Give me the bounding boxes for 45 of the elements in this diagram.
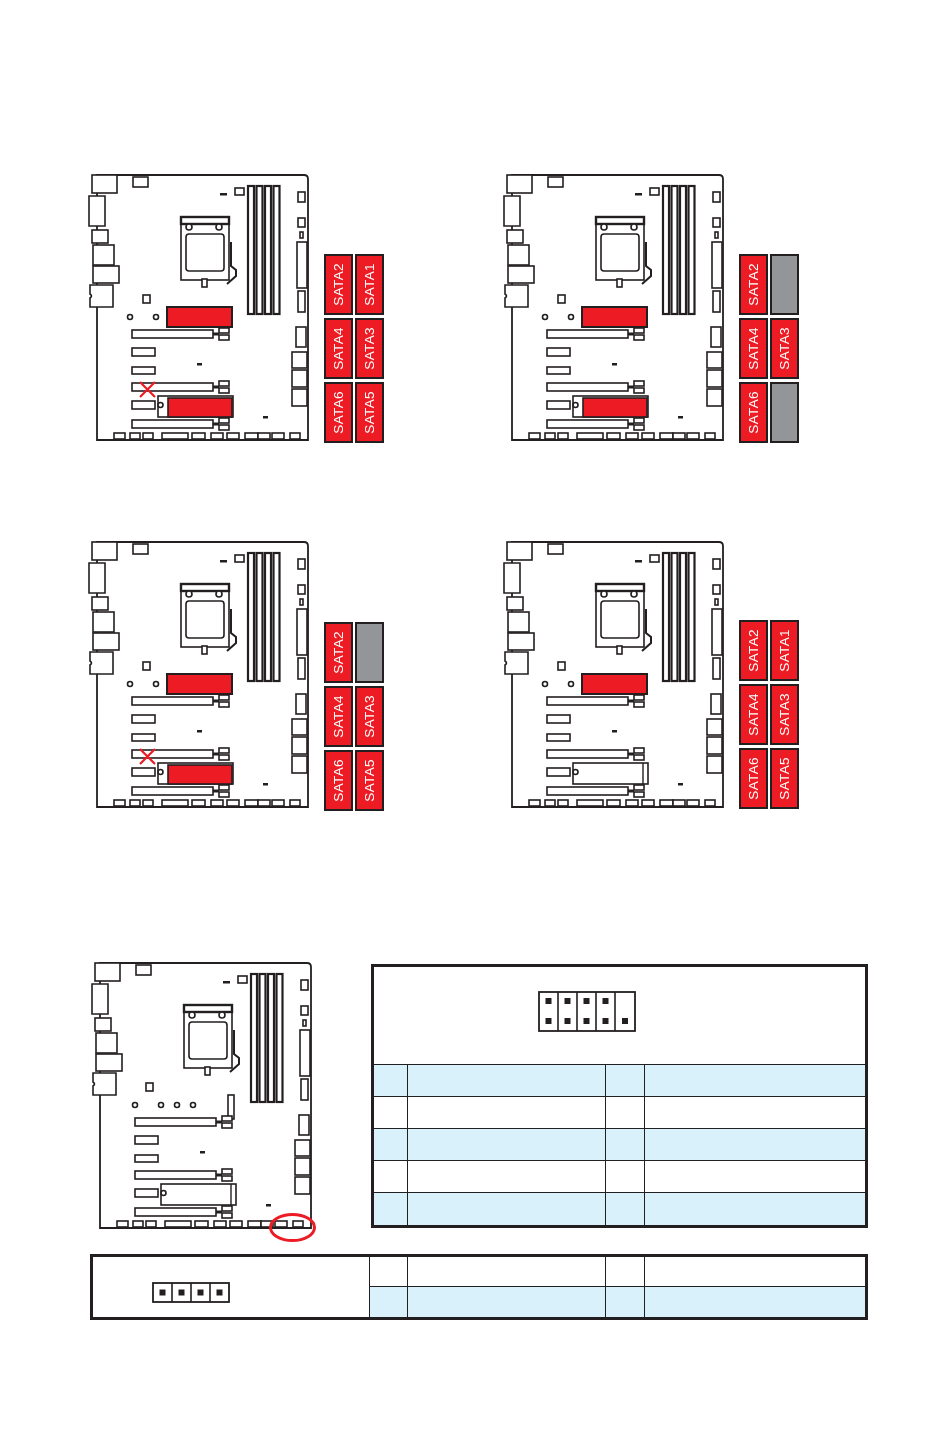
sata-port-box — [770, 318, 799, 379]
port-label: SATA3 — [777, 327, 792, 370]
port-label: SATA3 — [362, 695, 377, 738]
port-label: SATA6 — [331, 391, 346, 434]
sata-port-box — [355, 750, 384, 811]
sata-port-box — [324, 318, 353, 379]
port-label: SATA4 — [331, 695, 346, 738]
port-label: SATA4 — [746, 693, 761, 736]
port-label: SATA5 — [777, 757, 792, 800]
port-label: SATA5 — [362, 391, 377, 434]
sata-port-box — [324, 254, 353, 315]
port-label: SATA6 — [746, 757, 761, 800]
sata-port-box — [324, 622, 353, 683]
port-label: SATA6 — [746, 391, 761, 434]
sata-port-box — [324, 686, 353, 747]
port-label: SATA2 — [746, 629, 761, 672]
sata-port-box — [770, 748, 799, 809]
port-label: SATA3 — [362, 327, 377, 370]
disabled-port-box — [770, 254, 799, 315]
sata-port-box — [324, 382, 353, 443]
sata-port-box — [739, 748, 768, 809]
sata-port-box — [355, 254, 384, 315]
port-label: SATA1 — [362, 263, 377, 306]
sata-port-box — [355, 382, 384, 443]
sata-port-box — [739, 620, 768, 681]
disabled-port-box — [355, 622, 384, 683]
port-label: SATA4 — [746, 327, 761, 370]
sata-port-box — [739, 318, 768, 379]
port-label: SATA1 — [777, 629, 792, 672]
port-label: SATA2 — [746, 263, 761, 306]
sata-port-box — [770, 620, 799, 681]
port-label: SATA4 — [331, 327, 346, 370]
port-label: SATA6 — [331, 759, 346, 802]
sata-port-box — [770, 684, 799, 745]
port-label: SATA2 — [331, 263, 346, 306]
sata-port-box — [739, 254, 768, 315]
sata-port-box — [355, 318, 384, 379]
port-label: SATA2 — [331, 631, 346, 674]
sata-port-box — [739, 382, 768, 443]
sata-port-box — [355, 686, 384, 747]
sata-port-box — [739, 684, 768, 745]
sata-port-box — [324, 750, 353, 811]
port-label: SATA3 — [777, 693, 792, 736]
port-label: SATA5 — [362, 759, 377, 802]
disabled-port-box — [770, 382, 799, 443]
